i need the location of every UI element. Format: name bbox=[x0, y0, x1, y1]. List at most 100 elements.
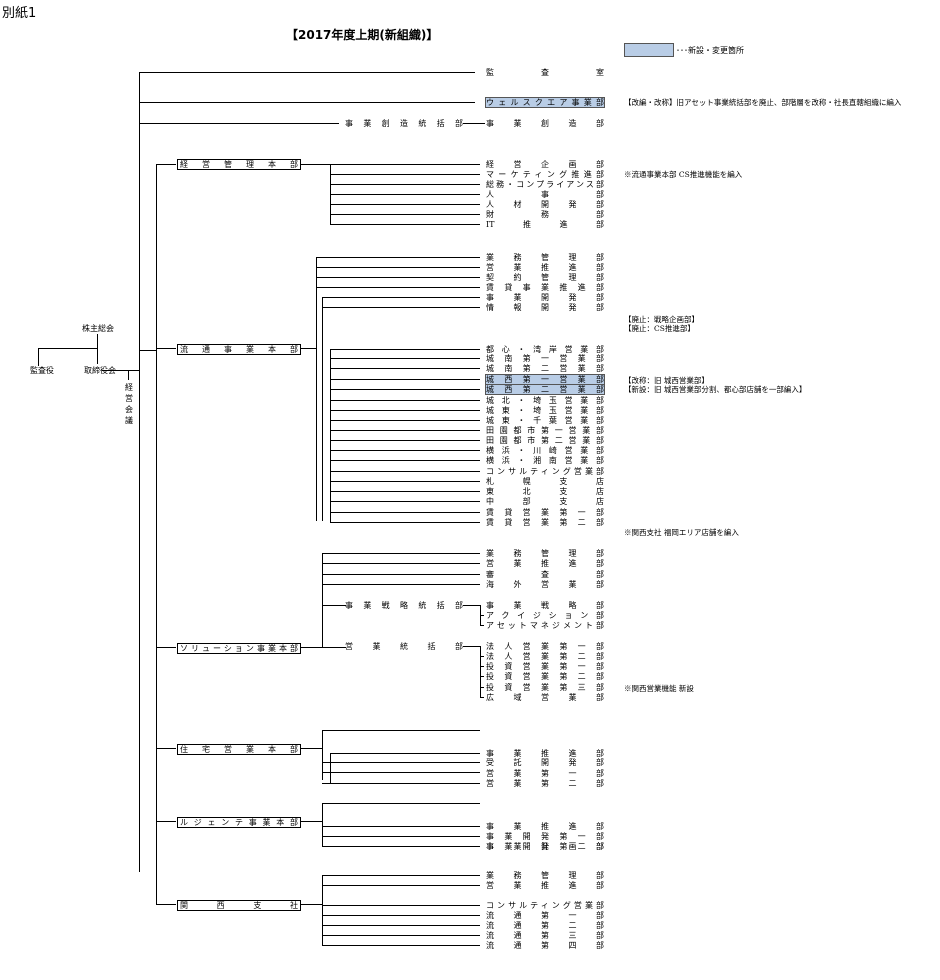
auditors: 監査役 bbox=[30, 366, 54, 375]
dept-item: 契約管理部 bbox=[486, 273, 604, 282]
page-title: 【2017年度上期(新組織)】 bbox=[286, 28, 439, 42]
dept-item: 広域営業部 bbox=[486, 693, 604, 702]
note-abolish-strategy: 【廃止：戦略企画部】 bbox=[624, 315, 699, 324]
connector-line bbox=[156, 348, 176, 349]
connector-line bbox=[300, 904, 322, 905]
connector-line bbox=[322, 803, 480, 804]
dept-item: 総務・コンプライアンス部 bbox=[486, 180, 604, 189]
dept-item: 法人営業第二部 bbox=[486, 652, 604, 661]
connector-line bbox=[322, 553, 323, 647]
dept-item: 受託開発部 bbox=[486, 758, 604, 767]
connector-line bbox=[480, 697, 484, 698]
connector-line bbox=[156, 904, 176, 905]
connector-line bbox=[139, 350, 156, 351]
dept-item: 札幌支店 bbox=[486, 477, 604, 486]
connector-line bbox=[480, 687, 484, 688]
connector-line bbox=[316, 287, 480, 288]
connector-line bbox=[322, 772, 480, 773]
connector-line bbox=[330, 753, 331, 783]
connector-line bbox=[330, 410, 480, 411]
connector-line bbox=[316, 277, 480, 278]
note-fukuoka: ※関西支社 福岡エリア店舗を編入 bbox=[624, 528, 739, 537]
dept-item: 賃貸事業推進部 bbox=[486, 283, 604, 292]
connector-line bbox=[322, 875, 323, 945]
connector-line bbox=[330, 471, 480, 472]
connector-line bbox=[322, 826, 480, 827]
connector-line bbox=[330, 174, 480, 175]
dept-item: 海外営業部 bbox=[486, 580, 604, 589]
dept-item: アセットマネジメント部 bbox=[486, 621, 604, 630]
dept-item: 流通第一部 bbox=[486, 911, 604, 920]
connector-line bbox=[322, 875, 480, 876]
connector-line bbox=[322, 945, 480, 946]
dept-item: コンサルティング営業部 bbox=[486, 467, 604, 476]
connector-line bbox=[463, 123, 485, 124]
connector-line bbox=[480, 646, 481, 697]
dept-business-creation: 事業創造部 bbox=[486, 119, 604, 128]
connector-line bbox=[330, 481, 480, 482]
dept-item: 横浜・湘南営業部 bbox=[486, 456, 604, 465]
dept-item: 流通第二部 bbox=[486, 921, 604, 930]
dept-item: 事業戦略部 bbox=[486, 601, 604, 610]
connector-line bbox=[322, 846, 480, 847]
dept-item: 業務管理部 bbox=[486, 871, 604, 880]
sub-sales: 営業統括部 bbox=[345, 642, 463, 651]
connector-line bbox=[330, 389, 480, 390]
connector-line bbox=[330, 420, 480, 421]
note-kansai-sales: ※関西営業機能 新設 bbox=[624, 684, 694, 693]
connector-line bbox=[322, 297, 323, 521]
dept-item: 営業推進部 bbox=[486, 559, 604, 568]
connector-line bbox=[330, 349, 480, 350]
connector-line bbox=[330, 430, 480, 431]
connector-line bbox=[139, 102, 475, 103]
connector-line bbox=[480, 615, 484, 616]
dept-item: 経営企画部 bbox=[486, 160, 604, 169]
board-of-directors: 取締役会 bbox=[84, 366, 116, 375]
connector-line bbox=[156, 164, 157, 904]
dept-item: 事業開発部 bbox=[486, 293, 604, 302]
dept-item: 田園都市第二営業部 bbox=[486, 436, 604, 445]
dept-item: 業務管理部 bbox=[486, 549, 604, 558]
management-meeting: 経営会議 bbox=[125, 383, 133, 425]
dept-item: 営業第二部 bbox=[486, 779, 604, 788]
sub-business-creation: 事業創造統括部 bbox=[345, 119, 463, 128]
connector-line bbox=[139, 72, 475, 73]
dept-item: 業務管理部 bbox=[486, 253, 604, 262]
connector-line bbox=[156, 647, 176, 648]
connector-line bbox=[463, 605, 480, 606]
note-cs-transfer: ※流通事業本部 CS推進機能を編入 bbox=[624, 170, 743, 179]
dept-item: 事業推進部 bbox=[486, 822, 604, 831]
dept-item: 投資営業第二部 bbox=[486, 672, 604, 681]
dept-item: 賃貸営業第一部 bbox=[486, 508, 604, 517]
dept-item: 城西第一営業部 bbox=[485, 374, 605, 385]
dept-item: 営業推進部 bbox=[486, 263, 604, 272]
connector-line bbox=[156, 164, 176, 165]
connector-line bbox=[322, 905, 480, 906]
connector-line bbox=[322, 915, 480, 916]
note-rename-josai: 【改称：旧 城西営業部】 bbox=[624, 376, 709, 385]
dept-item: 横浜・川崎営業部 bbox=[486, 446, 604, 455]
connector-line bbox=[322, 730, 323, 780]
connector-line bbox=[330, 349, 331, 522]
connector-line bbox=[139, 123, 339, 124]
dept-item: 流通第四部 bbox=[486, 941, 604, 950]
connector-line bbox=[322, 935, 480, 936]
connector-line bbox=[330, 224, 480, 225]
dept-item: 城南第一営業部 bbox=[486, 354, 604, 363]
connector-line bbox=[102, 370, 140, 371]
connector-line bbox=[330, 440, 480, 441]
connector-line bbox=[330, 460, 480, 461]
connector-line bbox=[156, 748, 176, 749]
connector-line bbox=[480, 656, 484, 657]
note-new-josai: 【新設：旧 城西営業部分割、都心部店舗を一部編入】 bbox=[624, 385, 807, 394]
connector-line bbox=[480, 666, 484, 667]
dept-item: 財務部 bbox=[486, 210, 604, 219]
connector-line bbox=[322, 647, 346, 648]
dept-item: コンサルティング営業部 bbox=[486, 901, 604, 910]
connector-line bbox=[330, 184, 480, 185]
dept-item: IT推進部 bbox=[486, 220, 604, 229]
division-distribution: 流通事業本部 bbox=[177, 344, 301, 355]
connector-line bbox=[322, 605, 346, 606]
division-kansai: 関西支社 bbox=[177, 900, 301, 911]
dept-item: 中部支店 bbox=[486, 497, 604, 506]
